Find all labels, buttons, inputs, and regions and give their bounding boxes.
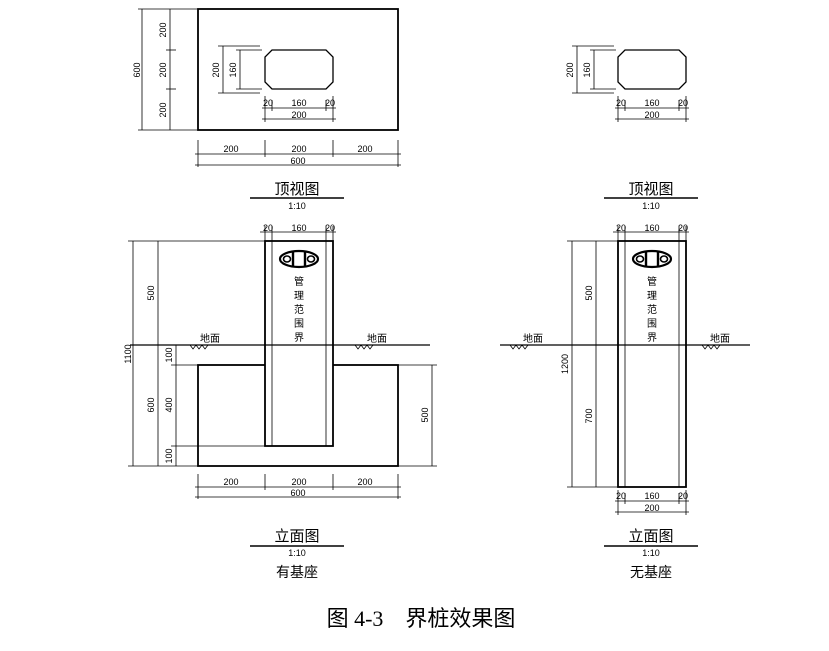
post-section-top-right: [617, 49, 687, 90]
ground-label-right-a: 地面: [523, 332, 543, 345]
dim-200-b3: 200: [357, 144, 372, 154]
post-section-top: [264, 49, 334, 90]
post-text-r2: 理: [647, 290, 657, 302]
dim-20-tr-b: 20: [678, 98, 688, 108]
dim-200-a: 200: [291, 110, 306, 120]
dim-20-tr-a: 20: [616, 98, 626, 108]
post-text-5: 界: [294, 332, 304, 344]
elevation-left: 20 160 20 管 理 范 围 界 地面 地面: [123, 223, 437, 580]
dim-160-a: 160: [291, 98, 306, 108]
dim-200-v1: 200: [158, 22, 168, 37]
dim-200-b2: 200: [291, 144, 306, 154]
dim-200-el-b3: 200: [357, 477, 372, 487]
post-text-1: 管: [294, 275, 304, 288]
scale-top-view-left: 1:10: [288, 201, 306, 211]
title-top-view-left: 顶视图: [274, 181, 319, 198]
dim-600-el: 600: [146, 397, 156, 412]
title-elev-right: 立面图: [628, 528, 673, 545]
top-view-right: 200 160 20 160 20 200 顶视图 1:10: [565, 45, 698, 211]
figure-caption: 图 4-3 界桩效果图: [327, 606, 516, 631]
scale-top-view-right: 1:10: [642, 201, 660, 211]
dim-20-el-a: 20: [263, 223, 273, 233]
dim-100-el-a: 100: [164, 347, 174, 362]
post-text-4: 围: [294, 318, 304, 330]
dim-600-b: 600: [290, 156, 305, 166]
dim-600-vertical: 600: [132, 62, 142, 77]
post-text-r3: 范: [647, 303, 657, 316]
scale-elev-right: 1:10: [642, 548, 660, 558]
dim-700-er: 700: [584, 408, 594, 423]
dim-160-er: 160: [644, 223, 659, 233]
elevation-right: 20 160 20 管 理 范 围 界 地面 地面 1200 500 700: [500, 223, 750, 580]
title-elev-left: 立面图: [274, 528, 319, 545]
title-top-view-right: 顶视图: [628, 181, 673, 198]
post-body-right: [617, 240, 687, 488]
dim-200-el-b2: 200: [291, 477, 306, 487]
dim-160-inner: 160: [228, 62, 238, 77]
subtitle-elev-right: 无基座: [630, 564, 672, 580]
dim-160-el: 160: [291, 223, 306, 233]
dim-500-base: 500: [420, 407, 430, 422]
dim-20-erb-a: 20: [616, 491, 626, 501]
base-outline-top: [197, 8, 399, 131]
dim-500-er: 500: [584, 285, 594, 300]
dim-20-er-b: 20: [678, 223, 688, 233]
dim-160-erb: 160: [644, 491, 659, 501]
dim-500-el: 500: [146, 285, 156, 300]
dim-400-el: 400: [164, 397, 174, 412]
dim-160-tr: 160: [582, 62, 592, 77]
dim-200-tr: 200: [565, 62, 575, 77]
post-text-r4: 围: [647, 318, 657, 330]
dim-600-el-b: 600: [290, 488, 305, 498]
dim-200-v3: 200: [158, 102, 168, 117]
dim-100-el-b: 100: [164, 448, 174, 463]
dim-160-tr-a: 160: [644, 98, 659, 108]
ground-label-left-a: 地面: [200, 332, 220, 345]
post-body-left: [264, 240, 334, 447]
dim-200-v2: 200: [158, 62, 168, 77]
scale-elev-left: 1:10: [288, 548, 306, 558]
top-view-left: 600 200 200 200 200 160 20 160 20 200 20…: [132, 8, 401, 211]
post-text-r1: 管: [647, 275, 657, 288]
logo-mark-right: [631, 249, 673, 269]
dim-20-el-b: 20: [325, 223, 335, 233]
ground-label-right-b: 地面: [710, 332, 730, 345]
dim-1200: 1200: [560, 354, 570, 374]
dim-20-a: 20: [263, 98, 273, 108]
logo-mark-left: [278, 249, 320, 269]
dim-200-tr-a: 200: [644, 110, 659, 120]
ground-label-left-b: 地面: [367, 332, 387, 345]
dim-1100: 1100: [123, 344, 133, 363]
post-text-2: 理: [294, 290, 304, 302]
dim-200-el-b1: 200: [223, 477, 238, 487]
dim-20-er-a: 20: [616, 223, 626, 233]
dim-200-erb: 200: [644, 503, 659, 513]
subtitle-elev-left: 有基座: [276, 564, 318, 580]
dim-200-inner: 200: [211, 62, 221, 77]
dim-20-erb-b: 20: [678, 491, 688, 501]
dim-200-b1: 200: [223, 144, 238, 154]
dim-20-b: 20: [325, 98, 335, 108]
post-text-r5: 界: [647, 332, 657, 344]
post-text-3: 范: [294, 303, 304, 316]
